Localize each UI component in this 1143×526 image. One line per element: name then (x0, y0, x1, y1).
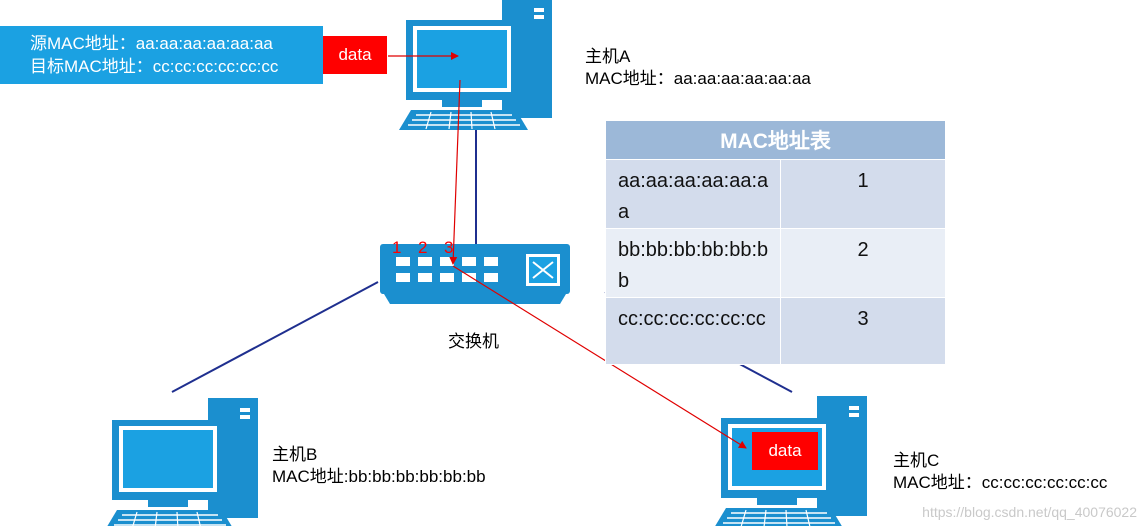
host-a-name: 主机A (585, 47, 631, 66)
host-b-name: 主机B (272, 445, 318, 464)
table-cell-mac: aa:aa:aa:aa:aa:aa (605, 159, 781, 229)
host-c-label: 主机C MAC地址：cc:cc:cc:cc:cc:cc (893, 450, 1107, 494)
link-switch-b (171, 281, 379, 393)
switch-icon (380, 244, 570, 304)
host-a-mac: MAC地址：aa:aa:aa:aa:aa:aa (585, 69, 811, 88)
destination-mac-text: 目标MAC地址：cc:cc:cc:cc:cc:cc (30, 57, 279, 76)
host-a-computer-icon (398, 0, 553, 131)
table-row: cc:cc:cc:cc:cc:cc 3 (605, 297, 946, 365)
host-c-mac: MAC地址：cc:cc:cc:cc:cc:cc (893, 473, 1108, 492)
port-number-3: 3 (444, 238, 454, 257)
host-b-mac: MAC地址:bb:bb:bb:bb:bb:bb (272, 467, 486, 486)
host-b-label: 主机B MAC地址:bb:bb:bb:bb:bb:bb (272, 444, 486, 488)
port-number-1: 1 (392, 238, 402, 257)
ethernet-frame-header: 源MAC地址：aa:aa:aa:aa:aa:aa 目标MAC地址：cc:cc:c… (0, 26, 323, 84)
host-a-label: 主机A MAC地址：aa:aa:aa:aa:aa:aa (585, 46, 811, 90)
mac-address-table: MAC地址表 aa:aa:aa:aa:aa:aa 1 bb:bb:bb:bb:b… (605, 120, 946, 365)
table-row: bb:bb:bb:bb:bb:bb 2 (605, 228, 946, 298)
table-row: aa:aa:aa:aa:aa:aa 1 (605, 159, 946, 229)
table-cell-port: 3 (780, 297, 946, 365)
table-cell-port: 1 (780, 159, 946, 229)
switch-label: 交换机 (448, 332, 499, 351)
mac-table-title: MAC地址表 (605, 120, 946, 160)
watermark: https://blog.csdn.net/qq_40076022 (922, 504, 1137, 520)
frame-data-payload: data (323, 36, 387, 74)
table-cell-mac: bb:bb:bb:bb:bb:bb (605, 228, 781, 298)
received-data-payload: data (752, 432, 818, 470)
flow-arrow-switch-to-c (452, 265, 747, 449)
port-number-2: 2 (418, 238, 428, 257)
source-mac-text: 源MAC地址：aa:aa:aa:aa:aa:aa (30, 34, 273, 53)
flow-arrow-a-to-switch (449, 79, 461, 265)
table-cell-mac: cc:cc:cc:cc:cc:cc (605, 297, 781, 365)
host-c-name: 主机C (893, 451, 940, 470)
table-cell-port: 2 (780, 228, 946, 298)
host-b-computer-icon (104, 397, 259, 526)
